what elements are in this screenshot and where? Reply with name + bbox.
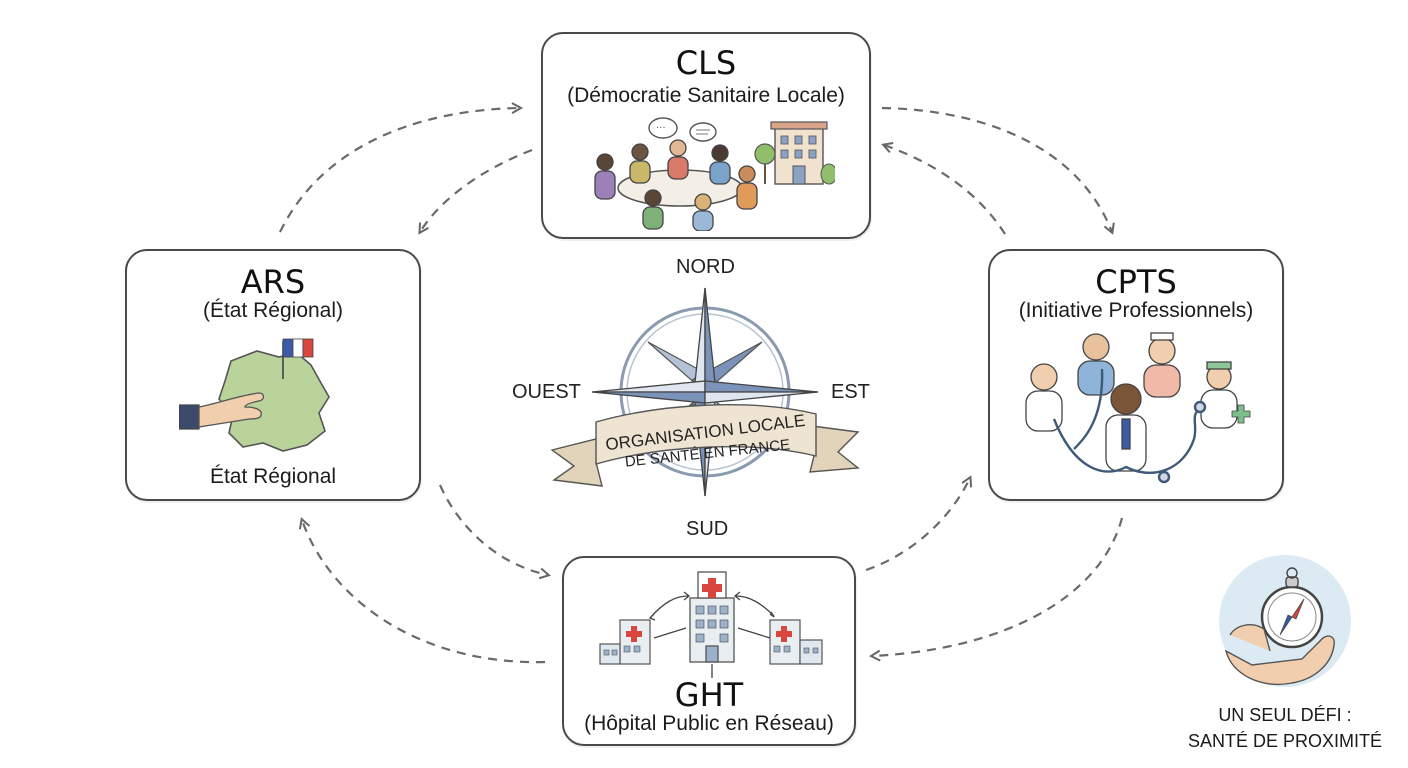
cls-title: CLS <box>675 44 737 82</box>
france-map-icon <box>179 338 330 452</box>
arrow-cls-to-ars <box>420 148 533 232</box>
challenge-line-2: SANTÉ DE PROXIMITÉ <box>1187 731 1383 751</box>
arrow-ght-to-cpts <box>865 478 970 572</box>
cls-subtitle: (Démocratie Sanitaire Locale) <box>567 84 845 107</box>
compass-west-label: OUEST <box>512 381 581 403</box>
compass-north-label: NORD <box>676 256 735 278</box>
compass-rose-icon: ORGANISATION LOCALE DE SANTÉ EN FRANCE <box>550 287 860 497</box>
ars-node: ARS (État Régional) État Régional <box>125 249 421 501</box>
challenge-line-1: UN SEUL DÉFI : <box>1218 705 1352 725</box>
ars-caption: État Régional <box>209 465 337 488</box>
people-meeting-icon: ··· <box>594 117 835 231</box>
cpts-subtitle: (Initiative Professionnels) <box>1018 299 1254 322</box>
ght-title: GHT <box>674 676 744 714</box>
flag-icon <box>282 338 314 379</box>
ght-node: GHT (Hôpital Public en Réseau) <box>562 556 856 746</box>
cpts-title: CPTS <box>1095 263 1177 301</box>
arrow-cpts-to-ght <box>872 517 1124 656</box>
compass-east-label: EST <box>831 381 870 403</box>
cls-node: CLS (Démocratie Sanitaire Locale) ··· <box>541 32 871 239</box>
cpts-node: CPTS (Initiative Professionnels) <box>988 249 1284 501</box>
stethoscope-icon <box>1052 368 1207 484</box>
challenge-caption: UN SEUL DÉFI : SANTÉ DE PROXIMITÉ <box>1180 702 1390 754</box>
ars-title: ARS <box>240 263 306 301</box>
doctors-icon <box>1025 332 1251 484</box>
town-hall-icon <box>754 121 835 185</box>
arrow-ars-to-ght <box>438 484 548 575</box>
hand-icon <box>179 392 265 430</box>
arrow-ght-to-ars <box>302 520 546 664</box>
compass-south-label: SUD <box>686 518 729 540</box>
pocket-compass-icon <box>1219 555 1351 687</box>
svg-text:···: ··· <box>656 123 666 134</box>
ars-subtitle: (État Régional) <box>202 299 344 322</box>
hospital-network-icon <box>599 571 823 678</box>
ght-subtitle: (Hôpital Public en Réseau) <box>584 712 834 735</box>
compass-banner <box>550 404 860 487</box>
arrow-cpts-to-cls <box>884 145 1006 235</box>
arrow-ars-to-cls <box>279 108 520 233</box>
arrow-cls-to-cpts <box>881 106 1112 232</box>
